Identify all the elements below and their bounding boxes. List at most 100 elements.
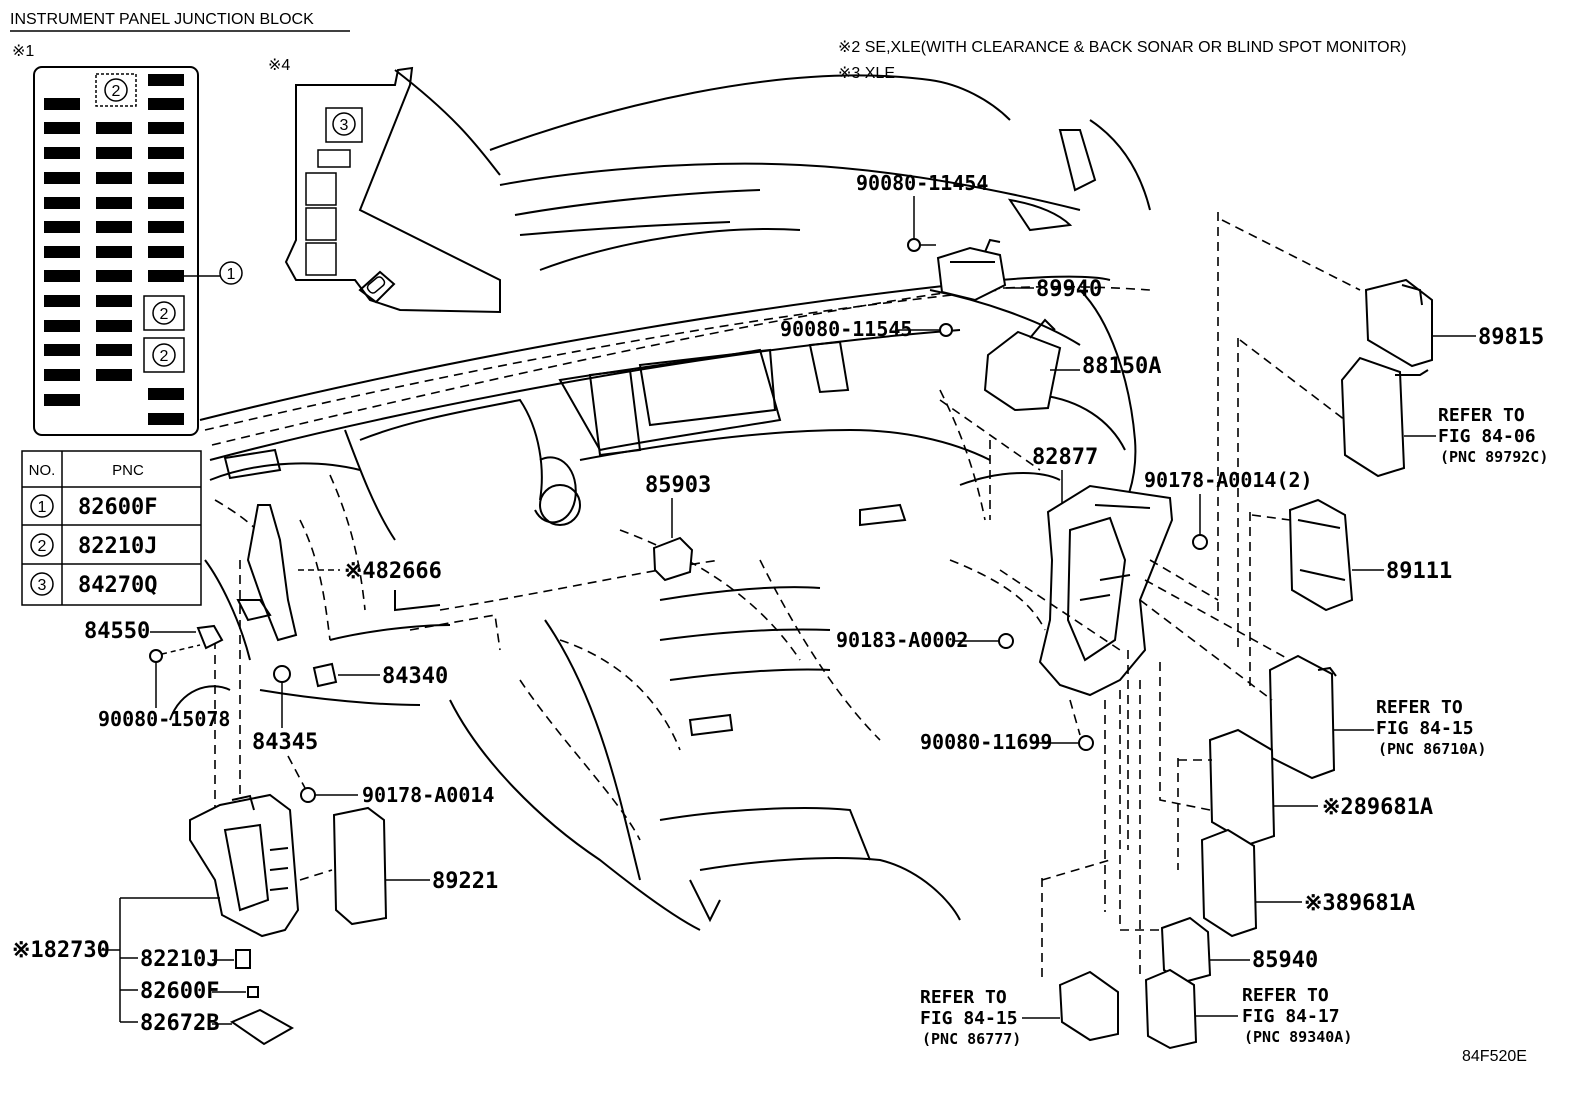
- label-88150A: 88150A: [1082, 354, 1161, 379]
- legend-row-1: 1 82600F: [30, 494, 157, 520]
- refer-86710A-line2: FIG 84-15: [1376, 718, 1474, 739]
- refer-86710A-line1: REFER TO: [1376, 697, 1463, 718]
- note-3: ※3 XLE: [838, 65, 895, 82]
- part-89681A-2: ※289681A: [1208, 728, 1433, 846]
- part-82600F: 82600F: [140, 979, 259, 1004]
- part-90080-11454: 90080-11454: [856, 171, 988, 252]
- reference-86777: REFER TO FIG 84-15 (PNC 86777): [920, 987, 1021, 1048]
- label-84345: 84345: [252, 730, 318, 755]
- label-89815: 89815: [1478, 325, 1544, 350]
- illustration-code: 84F520E: [1462, 1048, 1527, 1065]
- legend-no-2: 2: [38, 538, 47, 555]
- part-82877-bracket: 82877: [1032, 445, 1174, 697]
- part-90080-11699: 90080-11699: [920, 699, 1094, 754]
- label-82210J: 82210J: [140, 947, 219, 972]
- label-85940: 85940: [1252, 948, 1318, 973]
- part-90178-A0014-2: 90178-A0014(2): [1144, 468, 1313, 550]
- refer-86777-line3: (PNC 86777): [922, 1030, 1021, 1048]
- label-90178-A0014-2: 90178-A0014(2): [1144, 468, 1313, 492]
- label-84340: 84340: [382, 664, 448, 689]
- label-89111: 89111: [1386, 559, 1452, 584]
- part-89221: 89221: [299, 806, 498, 926]
- callout-1: 1: [227, 266, 236, 283]
- label-90178-A0014: 90178-A0014: [362, 783, 494, 807]
- label-82600F: 82600F: [140, 979, 219, 1004]
- relay-slot-mid: 2: [143, 295, 185, 331]
- part-84340: 84340: [312, 662, 448, 689]
- callout-2-low: 2: [160, 348, 169, 365]
- part-90183-A0002: 90183-A0002: [836, 628, 1014, 652]
- part-86710A-module: [1268, 654, 1374, 780]
- part-89681A-3: ※389681A: [1200, 828, 1415, 938]
- label-89681A-2: ※289681A: [1322, 795, 1433, 820]
- relay-slot-low: 2: [143, 337, 185, 373]
- part-90080-15078: 90080-15078: [98, 649, 230, 731]
- right-dashed-connections: [939, 212, 1361, 980]
- label-89940: 89940: [1036, 277, 1102, 302]
- label-90080-11454: 90080-11454: [856, 171, 988, 195]
- part-85940: 85940: [1160, 916, 1318, 984]
- label-90080-11545: 90080-11545: [780, 317, 912, 341]
- part-90178-A0014: 90178-A0014: [287, 755, 494, 807]
- part-88150A: 88150A: [983, 318, 1161, 412]
- callout-2-top: 2: [112, 83, 121, 100]
- part-82210J: 82210J: [140, 947, 251, 972]
- relay-bracket-diagram: 3: [284, 66, 501, 314]
- legend-no-1: 1: [38, 499, 47, 516]
- legend-pnc-3: 84270Q: [78, 573, 157, 598]
- part-82672B: 82672B: [140, 1008, 295, 1046]
- fuse-box-diagram: 2 2 2 1: [33, 66, 243, 436]
- note-mark-1: ※1: [12, 43, 34, 60]
- part-89940: 89940: [936, 238, 1102, 302]
- part-86777-module: [1022, 970, 1119, 1042]
- part-82730-group: ※182730: [12, 897, 220, 1023]
- legend-row-3: 3 84270Q: [30, 572, 157, 598]
- reference-89792C: REFER TO FIG 84-06 (PNC 89792C): [1438, 405, 1548, 466]
- label-82730: ※182730: [12, 938, 110, 963]
- part-84345: 84345: [252, 665, 318, 755]
- label-89221: 89221: [432, 869, 498, 894]
- refer-86777-line1: REFER TO: [920, 987, 1007, 1008]
- label-82666: ※482666: [344, 559, 442, 584]
- part-89111: 89111: [1288, 498, 1452, 612]
- refer-89792C-line2: FIG 84-06: [1438, 426, 1536, 447]
- part-84550: 84550: [84, 619, 224, 655]
- reference-86710A: REFER TO FIG 84-15 (PNC 86710A): [1376, 697, 1486, 758]
- fuse-column-right: [148, 74, 184, 425]
- label-89681A-3: ※389681A: [1304, 891, 1415, 916]
- callout-3: 3: [340, 117, 349, 134]
- label-90183-A0002: 90183-A0002: [836, 628, 968, 652]
- refer-89792C-line3: (PNC 89792C): [1440, 448, 1548, 466]
- relay-slot-top: 2: [95, 73, 137, 107]
- refer-86777-line2: FIG 84-15: [920, 1008, 1018, 1029]
- label-84550: 84550: [84, 619, 150, 644]
- note-2: ※2 SE,XLE(WITH CLEARANCE & BACK SONAR OR…: [838, 39, 1406, 56]
- junction-block-title: INSTRUMENT PANEL JUNCTION BLOCK: [10, 11, 314, 28]
- label-82672B: 82672B: [140, 1011, 219, 1036]
- refer-89340A-line3: (PNC 89340A): [1244, 1028, 1352, 1046]
- fuse-column-left: [44, 98, 80, 406]
- pnc-legend-table: NO. PNC 1 82600F 2 82210J 3 84270Q: [21, 450, 202, 606]
- part-89340A-module: [1144, 968, 1238, 1050]
- callout-2-mid: 2: [160, 306, 169, 323]
- reference-89340A: REFER TO FIG 84-17 (PNC 89340A): [1242, 985, 1352, 1046]
- part-89815: 89815: [1364, 278, 1544, 368]
- legend-pnc-1: 82600F: [78, 495, 157, 520]
- part-82666: ※482666: [236, 504, 442, 642]
- diagram-header: INSTRUMENT PANEL JUNCTION BLOCK ※1 ※4 ※2…: [10, 11, 1406, 82]
- label-85903: 85903: [645, 473, 711, 498]
- note-mark-4: ※4: [268, 57, 290, 74]
- legend-header-no: NO.: [29, 462, 56, 479]
- part-85903: 85903: [645, 473, 711, 582]
- dashboard-outline: [169, 69, 1151, 931]
- fuse-column-middle: [96, 122, 132, 381]
- legend-header-pnc: PNC: [112, 462, 144, 479]
- label-90080-11699: 90080-11699: [920, 730, 1052, 754]
- part-89792C-ecu: [1340, 356, 1436, 478]
- part-90080-11545: 90080-11545: [780, 317, 953, 341]
- part-82730-junction-block: [189, 793, 300, 938]
- refer-89340A-line2: FIG 84-17: [1242, 1006, 1340, 1027]
- refer-86710A-line3: (PNC 86710A): [1378, 740, 1486, 758]
- label-90080-15078: 90080-15078: [98, 707, 230, 731]
